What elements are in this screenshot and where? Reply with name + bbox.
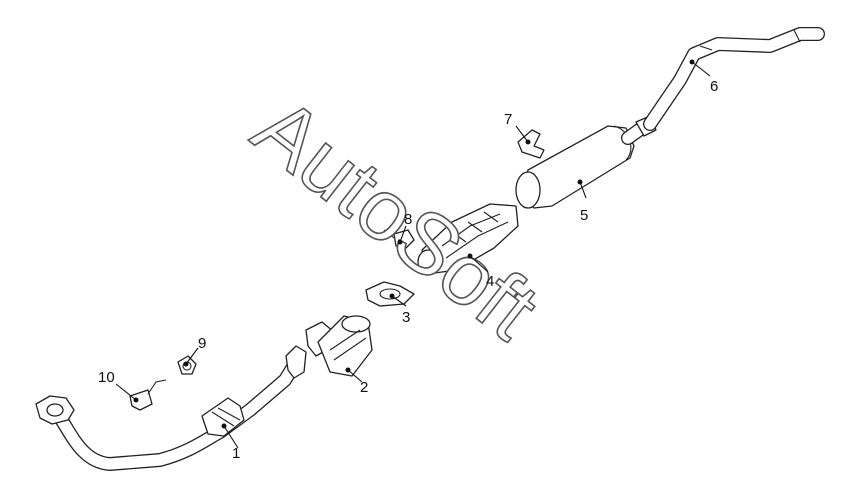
part-catalytic-converter: [417, 203, 519, 275]
part-pipe-bracket: [129, 379, 167, 411]
callout-10: 10: [98, 369, 115, 386]
part-gasket: [365, 281, 415, 307]
callout-7: 7: [504, 111, 512, 128]
part-front-pipe: [35, 345, 307, 471]
callout-8: 8: [404, 211, 412, 228]
callout-4: 4: [486, 273, 494, 290]
callout-9: 9: [198, 335, 206, 352]
callout-6: 6: [710, 78, 718, 95]
callout-1: 1: [232, 445, 240, 462]
callouts: 1 2 3 4 5 6 7 8 9 10: [98, 59, 718, 462]
part-manifold-catalyst: [305, 315, 373, 377]
callout-2: 2: [360, 379, 368, 396]
callout-3: 3: [402, 309, 410, 326]
callout-5: 5: [580, 207, 588, 224]
part-tail-pipe: [643, 27, 825, 131]
part-muffler: [515, 115, 657, 209]
